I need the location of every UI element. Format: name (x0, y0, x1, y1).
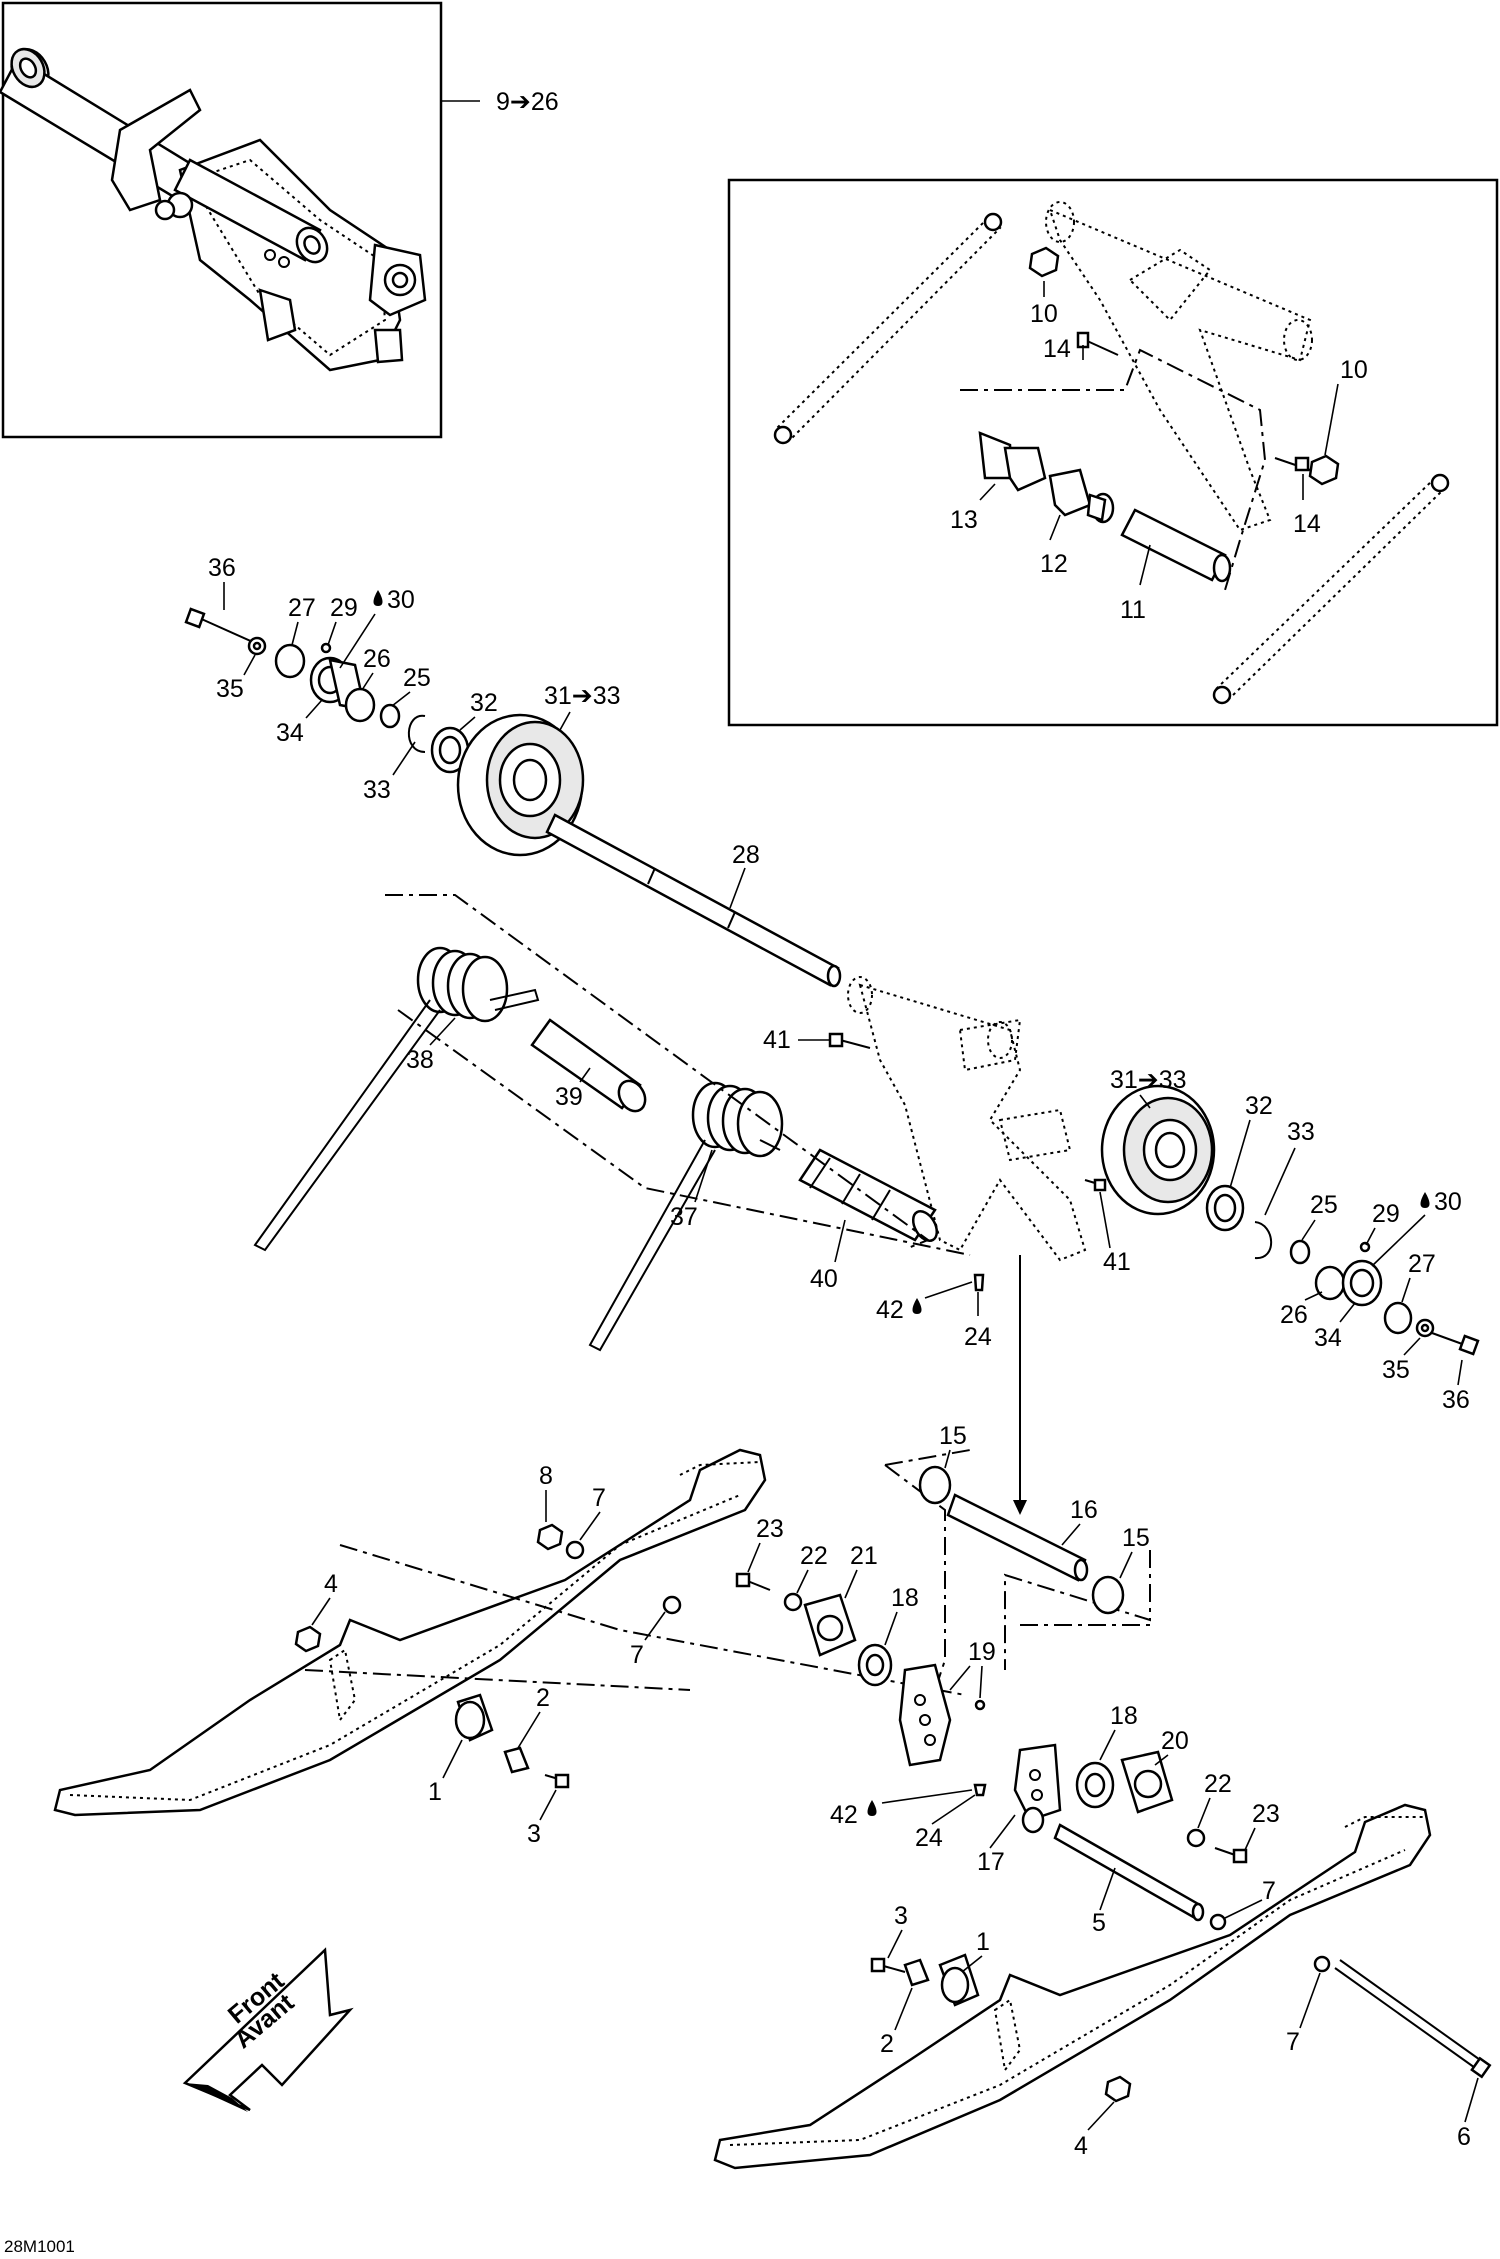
callout-18-lower: 18 (1110, 1702, 1138, 1730)
callout-37: 37 (670, 1203, 698, 1231)
inset-detail-view: 10 10 14 14 13 12 11 (727, 178, 1499, 727)
callout-32-right: 32 (1245, 1092, 1273, 1120)
callout-25-left: 25 (403, 664, 431, 692)
callout-1-upper: 1 (428, 1778, 442, 1806)
callout-23-upper: 23 (756, 1515, 784, 1543)
callout-34-right: 34 (1314, 1324, 1342, 1352)
callout-27-left: 27 (288, 594, 316, 622)
callout-41-upper: 41 (763, 1026, 791, 1054)
callout-35-right: 35 (1382, 1356, 1410, 1384)
callout-31-33-right: 31➔33 (1110, 1066, 1187, 1094)
assembled-arm-illustration (0, 47, 427, 372)
callout-23-lower: 23 (1252, 1800, 1280, 1828)
torsion-spring-37 (588, 1081, 784, 1352)
callout-27-right: 27 (1408, 1250, 1436, 1278)
callout-13: 13 (950, 506, 978, 534)
callout-42-upper: 42 (876, 1296, 904, 1324)
callout-33-left: 33 (363, 776, 391, 804)
callout-2-lower: 2 (880, 2030, 894, 2058)
callout-14-lower: 14 (1293, 510, 1321, 538)
callout-1-lower: 1 (976, 1928, 990, 1956)
callout-19: 19 (968, 1638, 996, 1666)
callout-24-lower: 24 (915, 1824, 943, 1852)
callout-22-upper: 22 (800, 1542, 828, 1570)
callout-25-right: 25 (1310, 1191, 1338, 1219)
inset-assembly-view: 9➔26 (0, 1, 559, 439)
callout-28: 28 (732, 841, 760, 869)
callout-7-middle: 7 (630, 1641, 644, 1669)
callout-18-upper: 18 (891, 1584, 919, 1612)
callout-41-lower: 41 (1103, 1248, 1131, 1276)
callout-8: 8 (539, 1462, 553, 1490)
callout-9-26: 9➔26 (496, 88, 559, 116)
callout-32-left: 32 (470, 689, 498, 717)
callout-14-upper: 14 (1043, 335, 1071, 363)
callout-29-right: 29 (1372, 1200, 1400, 1228)
callout-22-lower: 22 (1204, 1770, 1232, 1798)
callout-24-upper: 24 (964, 1323, 992, 1351)
callout-26-right: 26 (1280, 1301, 1308, 1329)
rail-pivot-assembly: 15 16 15 8 7 4 7 23 22 21 18 19 2 1 3 18… (53, 1422, 1492, 2170)
callout-5: 5 (1092, 1909, 1106, 1937)
callout-3-lower: 3 (894, 1902, 908, 1930)
callout-38: 38 (406, 1046, 434, 1074)
callout-15-lower: 15 (1122, 1524, 1150, 1552)
callout-21: 21 (850, 1542, 878, 1570)
callout-6: 6 (1457, 2123, 1471, 2151)
callout-40: 40 (810, 1265, 838, 1293)
callout-17: 17 (977, 1848, 1005, 1876)
callout-31-33-left: 31➔33 (544, 682, 621, 710)
callout-35-left: 35 (216, 675, 244, 703)
callout-39: 39 (555, 1083, 583, 1111)
callout-12: 12 (1040, 550, 1068, 578)
idler-axle-assembly: 36 27 29 30 35 26 25 34 32 33 31➔33 28 3… (184, 554, 1480, 1515)
callout-7-upper: 7 (592, 1484, 606, 1512)
callout-3-upper: 3 (527, 1820, 541, 1848)
callout-7-lower: 7 (1286, 2028, 1300, 2056)
callout-4-lower: 4 (1074, 2132, 1088, 2160)
callout-42-lower: 42 (830, 1801, 858, 1829)
callout-10-right: 10 (1340, 356, 1368, 384)
callout-36-left: 36 (208, 554, 236, 582)
callout-2-upper: 2 (536, 1684, 550, 1712)
callout-10-left: 10 (1030, 300, 1058, 328)
callout-30-left: 30 (387, 586, 415, 614)
callout-7-lower-right: 7 (1262, 1877, 1276, 1905)
callout-36-right: 36 (1442, 1386, 1470, 1414)
callout-29-left: 29 (330, 594, 358, 622)
front-direction-arrow: Front Avant (182, 1947, 354, 2112)
callout-4-upper: 4 (324, 1570, 338, 1598)
callout-11: 11 (1120, 596, 1146, 624)
callout-16: 16 (1070, 1496, 1098, 1524)
torsion-spring-38 (253, 946, 540, 1252)
callout-30-right: 30 (1434, 1188, 1462, 1216)
callout-26-left: 26 (363, 645, 391, 673)
callout-34-left: 34 (276, 719, 304, 747)
callout-15-upper: 15 (939, 1422, 967, 1450)
diagram-code: 28M1001 (4, 2237, 75, 2256)
callout-20: 20 (1161, 1727, 1189, 1755)
callout-33-right: 33 (1287, 1118, 1315, 1146)
